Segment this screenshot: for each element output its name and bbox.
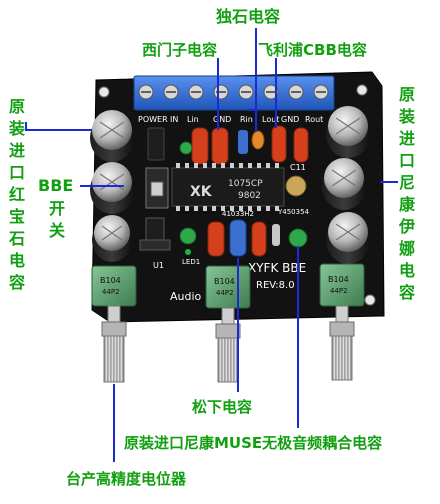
ic-pin: [212, 163, 216, 168]
label-panasonic-capacitor: 松下电容: [192, 398, 253, 416]
terminal-label-power: POWER: [138, 115, 168, 124]
terminal-label-gnd-1: GND: [213, 115, 231, 124]
left-electrolytic-capacitors: [90, 110, 134, 262]
label-nichicon-muse-capacitor: 原装进口尼康MUSE无极音频耦合电容: [124, 434, 383, 452]
terminal-label-lin: Lin: [187, 115, 199, 124]
ic-pin: [266, 163, 270, 168]
label-siemens-capacitor: 西门子电容: [142, 41, 218, 59]
ic-pin: [239, 163, 243, 168]
pot-left-sublabel: 44P2: [102, 288, 120, 296]
ic-pin: [203, 163, 207, 168]
monolithic-capacitor: [251, 130, 265, 150]
terminal-label-in: IN: [170, 115, 178, 124]
ic-pin: [221, 206, 225, 211]
capacitor-left-1: [90, 110, 134, 162]
capacitor-left-2: [90, 162, 134, 214]
small-caps-top: [179, 130, 248, 155]
capacitor-c11: C11: [285, 163, 307, 197]
chip-code: 9802: [238, 191, 261, 201]
chip-model: 1075CP: [228, 179, 263, 189]
capacitor-right-3: [326, 212, 370, 264]
terminal-label-rin: Rin: [240, 115, 253, 124]
ic-pin: [230, 206, 234, 211]
pot-right-label: B104: [328, 275, 349, 284]
small-black-capacitor: [147, 127, 165, 161]
chip-brand: XK: [190, 184, 213, 200]
ic-pin: [185, 206, 189, 211]
ic-pin: [257, 206, 261, 211]
pointer-lines: [25, 28, 398, 462]
ic-pin: [275, 206, 279, 211]
label-left-ruby-capacitor: 原装进口红宝石电容: [8, 97, 25, 292]
ic-pin: [248, 163, 252, 168]
pointer-top-center-cap: [248, 109, 257, 132]
ic-pin: [239, 206, 243, 211]
terminal-label-gnd-2: GND: [281, 115, 299, 124]
potentiometer-left: B104 44P2: [91, 265, 137, 383]
label-potentiometers: 台产高精度电位器: [66, 470, 187, 488]
ic-pin: [176, 206, 180, 211]
main-ic-chip: XK 1075CP 9802: [171, 163, 285, 211]
ic-pin: [275, 163, 279, 168]
pot-middle-sublabel: 44P2: [216, 289, 234, 297]
label-monolithic-capacitor: 独石电容: [216, 7, 281, 26]
terminal-label-rout: Rout: [305, 115, 323, 124]
ic-pin: [203, 206, 207, 211]
part-code: Y450354: [277, 208, 310, 216]
ic-pin: [212, 206, 216, 211]
bbe-switch: [145, 167, 169, 209]
regulator-u1: U1: [139, 217, 171, 270]
pot-left-label: B104: [100, 276, 121, 285]
brand-text: XYFK BBE: [248, 261, 306, 275]
terminal-label-lout: Lout: [262, 115, 279, 124]
label-bbe-switch: BBE: [38, 176, 74, 195]
potentiometers: B104 44P2 B104 44P2 B104 44P2: [91, 263, 365, 383]
led-label: LED1: [182, 258, 200, 266]
potentiometer-middle: B104 44P2: [205, 265, 251, 383]
pot-right-sublabel: 44P2: [330, 287, 348, 295]
ic-pin: [266, 206, 270, 211]
ic-pin: [185, 163, 189, 168]
ic-pin: [230, 163, 234, 168]
ic-pin: [221, 163, 225, 168]
terminal-silkscreen: POWER IN Lin GND Rin Lout GND Rout: [138, 115, 323, 124]
label-right-nichicon-capacitor: 原装进口尼康伊娜电容: [398, 85, 415, 302]
ic-pin: [257, 163, 261, 168]
ic-pin: [194, 206, 198, 211]
rev-text: REV:8.0: [256, 280, 295, 291]
right-electrolytic-capacitors: [322, 106, 370, 264]
capacitor-right-2: [322, 158, 366, 210]
red-cbb-capacitors: [191, 125, 309, 165]
audio-text: Audio: [170, 290, 202, 303]
ic-pin: [248, 206, 252, 211]
capacitor-left-3: [92, 215, 132, 262]
pointer-left: [25, 122, 92, 131]
label-philips-cbb-capacitor: 飞利浦CBB电容: [258, 41, 367, 59]
potentiometer-right: B104 44P2: [319, 263, 365, 381]
label-bbe-switch-vertical: 开关: [48, 199, 65, 240]
pot-middle-label: B104: [214, 277, 235, 286]
c11-label: C11: [290, 163, 306, 172]
led1: LED1: [182, 249, 200, 266]
ic2-code: 41033H2: [222, 210, 254, 218]
u1-label: U1: [153, 261, 164, 270]
ic-pin: [194, 163, 198, 168]
ic-pin: [176, 163, 180, 168]
terminal-block: [133, 75, 335, 111]
capacitor-right-1: [326, 106, 370, 158]
middle-caps: [179, 219, 308, 257]
